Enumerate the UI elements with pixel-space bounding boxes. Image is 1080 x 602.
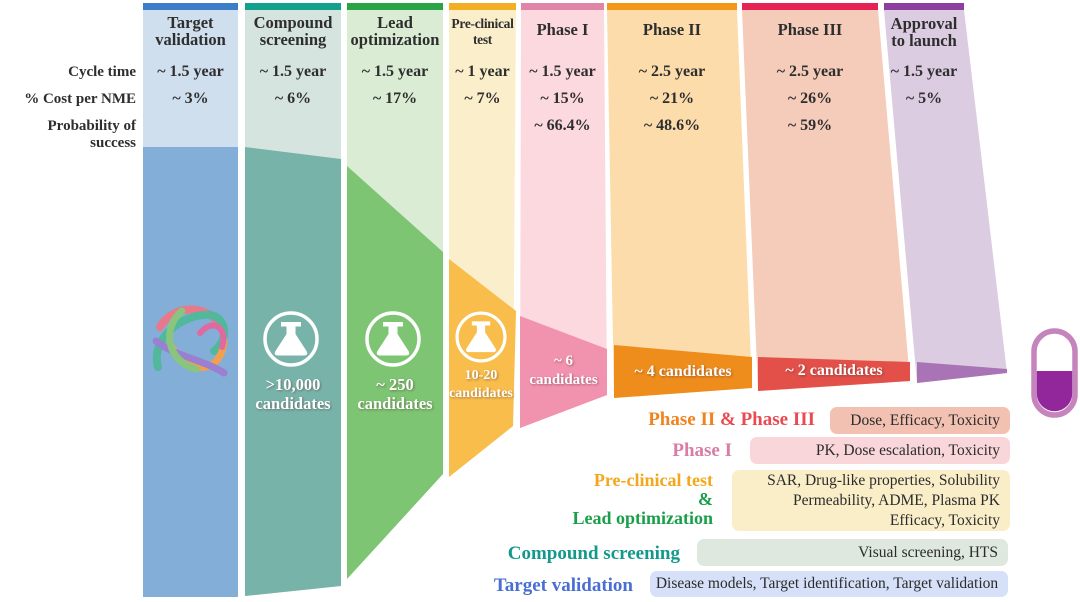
- legend-box-target-validation: Disease models, Target identification, T…: [650, 571, 1008, 597]
- legend-box-compound-screening: Visual screening, HTS: [697, 539, 1008, 566]
- legend-label-target-validation: Target validation: [493, 575, 633, 596]
- column-top-bar: [521, 3, 604, 10]
- funnel-segment-phase-1: [520, 316, 607, 428]
- cost-value: ~ 6%: [274, 90, 312, 107]
- probability-value: ~ 48.6%: [643, 117, 701, 134]
- cost-value: ~ 21%: [649, 90, 695, 107]
- funnel-segment-target-validation: [143, 147, 238, 597]
- column-top-bar: [143, 3, 238, 10]
- legend-label-phase-1: Phase I: [672, 440, 732, 461]
- funnel-segment-pre-clinical-test: [449, 259, 516, 477]
- column-band-phase-3: [742, 10, 910, 391]
- legend-label-compound-screening: Compound screening: [507, 543, 680, 564]
- cycle-time-value: ~ 1.5 year: [890, 63, 958, 80]
- cost-value: ~ 3%: [172, 90, 209, 107]
- funnel-segment-approval: [917, 362, 1007, 383]
- row-label-cycle-time: Cycle time: [68, 64, 136, 80]
- cycle-time-value: ~ 1.5 year: [157, 63, 224, 80]
- cycle-time-value: ~ 2.5 year: [638, 63, 706, 80]
- legend-label-phase-2-3: Phase II & Phase III: [648, 409, 815, 430]
- candidate-count-phase-2: ~ 4 candidates: [634, 363, 732, 380]
- column-top-bar: [245, 3, 341, 10]
- column-title-phase-2: Phase II: [642, 20, 702, 39]
- column-band-approval: [884, 10, 1007, 383]
- legend-box-preclinical-lead: SAR, Drug-like properties, Solubility Pe…: [732, 470, 1010, 531]
- legend-label-preclinical-lead: Pre-clinical test & Lead optimization: [572, 470, 713, 528]
- cycle-time-value: ~ 1.5 year: [259, 63, 327, 80]
- cycle-time-value: ~ 1 year: [455, 63, 510, 80]
- protein-ribbon-icon: [152, 305, 228, 377]
- column-top-bar: [607, 3, 737, 10]
- legend-box-phase-1: PK, Dose escalation, Toxicity: [750, 437, 1010, 464]
- probability-value: ~ 66.4%: [534, 117, 591, 134]
- cycle-time-value: ~ 1.5 year: [361, 63, 429, 80]
- legend-box-phase-2-3: Dose, Efficacy, Toxicity: [830, 407, 1010, 434]
- candidate-count-phase-3: ~ 2 candidates: [785, 362, 883, 379]
- cost-value: ~ 17%: [372, 90, 418, 107]
- column-title-phase-1: Phase I: [536, 20, 589, 39]
- row-label-cost-per-nme: % Cost per NME: [24, 91, 136, 107]
- cost-value: ~ 5%: [905, 90, 943, 107]
- funnel-segment-phase-2: [614, 345, 752, 398]
- cost-value: ~ 26%: [787, 90, 833, 107]
- cycle-time-value: ~ 2.5 year: [776, 63, 844, 80]
- column-top-bar: [449, 3, 516, 10]
- column-top-bar: [742, 3, 878, 10]
- cost-value: ~ 15%: [540, 90, 585, 107]
- column-band-phase-2: [607, 10, 752, 398]
- funnel-segment-lead-optimization: [347, 166, 443, 579]
- cycle-time-value: ~ 1.5 year: [529, 63, 596, 80]
- column-band-phase-1: [520, 10, 607, 428]
- column-title-phase-3: Phase III: [777, 20, 843, 39]
- column-top-bar: [884, 3, 964, 10]
- cost-value: ~ 7%: [464, 90, 501, 107]
- capsule-icon: [1031, 328, 1078, 418]
- funnel-segment-phase-3: [758, 357, 910, 391]
- funnel-segment-compound-screening: [245, 147, 341, 596]
- probability-value: ~ 59%: [787, 117, 833, 134]
- column-top-bar: [347, 3, 443, 10]
- row-label-probability: Probability of success: [47, 118, 136, 151]
